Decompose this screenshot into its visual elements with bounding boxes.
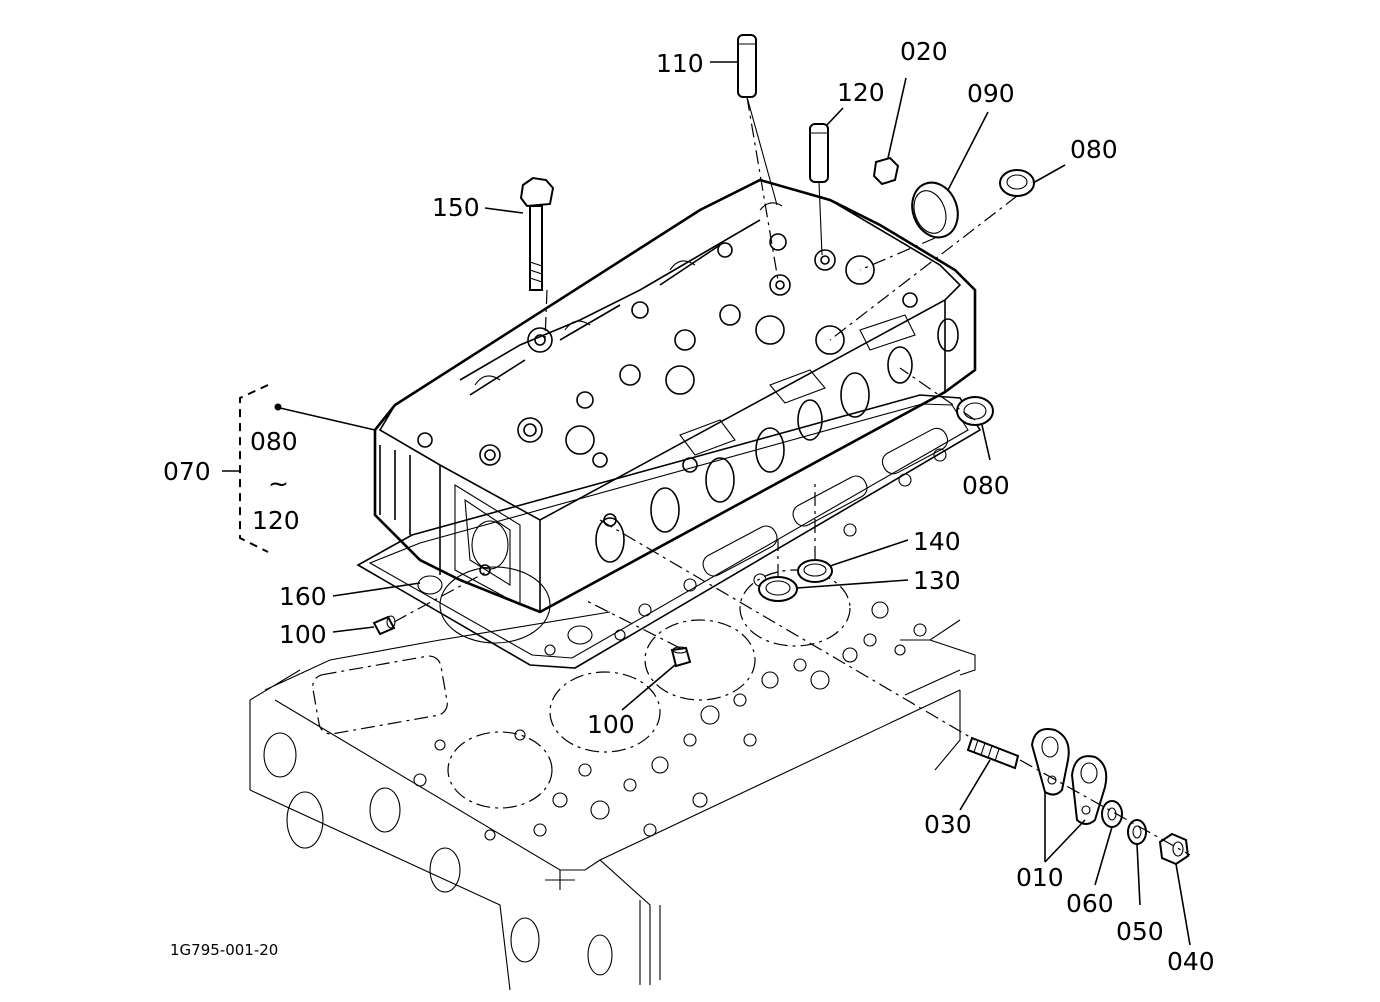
callout-050: 050 — [1116, 917, 1164, 946]
seal-080-top — [999, 169, 1035, 197]
seal-080-right — [956, 396, 994, 426]
callout-labels: 110 120 020 090 080 150 070 080 ~ 120 08… — [163, 37, 1215, 976]
callout-130: 130 — [913, 566, 961, 595]
engine-block-drawing — [249, 569, 976, 991]
callout-110: 110 — [656, 49, 704, 78]
callout-100-left: 100 — [279, 620, 327, 649]
leader-dot — [274, 403, 282, 411]
callout-040: 040 — [1167, 947, 1215, 976]
hook-010 — [1030, 728, 1108, 825]
callout-080-bracket: 080 — [250, 427, 298, 456]
cap-090 — [911, 181, 959, 239]
seal-140 — [797, 559, 833, 583]
callout-100-mid: 100 — [587, 710, 635, 739]
valve-guide-110 — [737, 34, 778, 206]
cylinder-head-drawing — [373, 178, 977, 614]
callout-030: 030 — [924, 810, 972, 839]
assembly-bracket-070 — [222, 384, 269, 553]
callout-160: 160 — [279, 582, 327, 611]
callout-120-top: 120 — [837, 78, 885, 107]
callout-060: 060 — [1066, 889, 1114, 918]
pin-100-mid — [670, 646, 692, 668]
nut-040 — [1158, 832, 1190, 866]
callout-080-top: 080 — [1070, 135, 1118, 164]
lock-washer-050 — [1127, 819, 1147, 845]
callout-010: 010 — [1016, 863, 1064, 892]
callout-150: 150 — [432, 193, 480, 222]
reference-code: 1G795-001-20 — [170, 941, 278, 959]
leader-lines — [279, 61, 1191, 946]
callout-140: 140 — [913, 527, 961, 556]
callout-070: 070 — [163, 457, 211, 486]
stud-030 — [966, 736, 1020, 770]
plug-020 — [872, 156, 900, 186]
valve-guide-120 — [809, 123, 829, 256]
pin-100-left — [372, 615, 396, 636]
washer-060 — [1101, 800, 1123, 828]
seal-130 — [758, 576, 798, 602]
callout-090: 090 — [967, 79, 1015, 108]
bolt-150 — [519, 176, 555, 291]
callout-range-tilde: ~ — [268, 469, 289, 498]
centre-lines — [393, 96, 1191, 856]
callout-080-right: 080 — [962, 471, 1010, 500]
callout-020: 020 — [900, 37, 948, 66]
callout-120-bracket: 120 — [252, 506, 300, 535]
